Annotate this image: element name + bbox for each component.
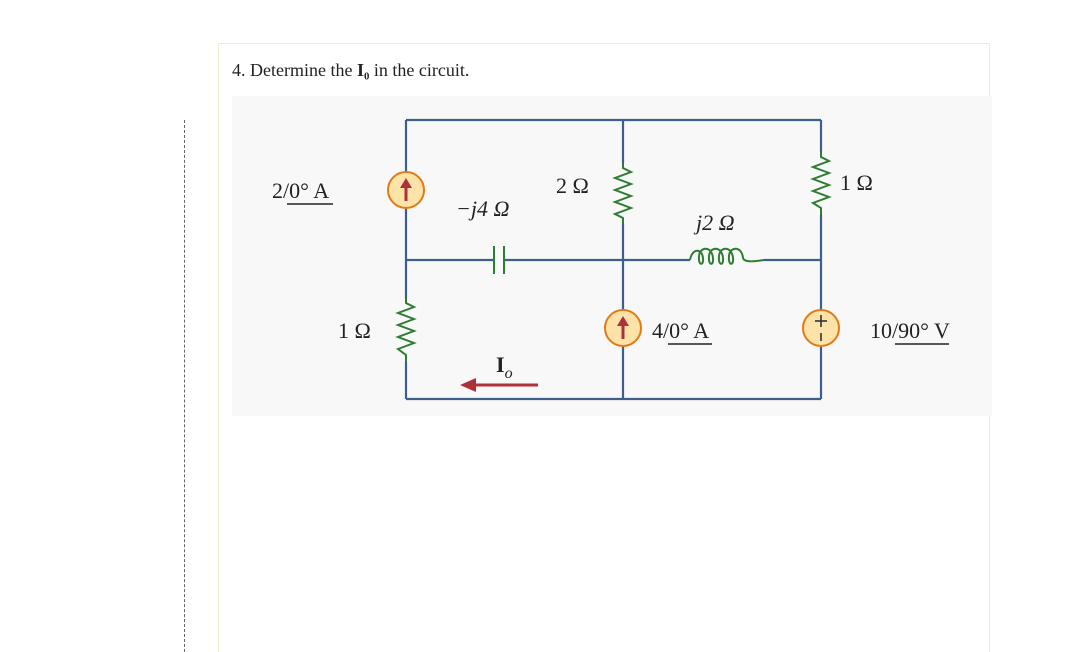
question-text: 4. Determine the I₀ in the circuit.	[232, 60, 469, 81]
label-resistor-2ohm: 2 Ω	[556, 173, 589, 198]
label-resistor-1ohm-left: 1 Ω	[338, 318, 371, 343]
label-resistor-1ohm-right: 1 Ω	[840, 170, 873, 195]
resistor-1ohm-left-symbol	[395, 298, 417, 362]
label-current-io: Io	[496, 352, 513, 382]
label-capacitor: −j4 Ω	[456, 196, 509, 221]
inductor-symbol	[689, 247, 765, 265]
current-source-left	[387, 171, 425, 209]
question-suffix: in the circuit.	[369, 60, 470, 80]
capacitor-symbol	[493, 246, 505, 274]
label-inductor: j2 Ω	[693, 210, 735, 235]
question-symbol: I₀	[356, 60, 370, 80]
question-prefix: 4. Determine the	[232, 60, 357, 80]
resistor-2ohm-symbol	[612, 163, 634, 224]
current-io-arrow	[460, 378, 538, 392]
page-margin-guide	[184, 120, 185, 652]
circuit-image-background	[232, 96, 992, 416]
voltage-source-right	[802, 309, 840, 347]
circuit-wires	[404, 118, 823, 401]
resistor-1ohm-right-symbol	[810, 152, 832, 215]
label-source-mid: 4/0° A	[652, 318, 709, 343]
label-source-left: 2/0° A	[272, 178, 329, 203]
label-voltage-source: 10/90° V	[870, 318, 950, 343]
current-source-mid	[604, 309, 642, 347]
